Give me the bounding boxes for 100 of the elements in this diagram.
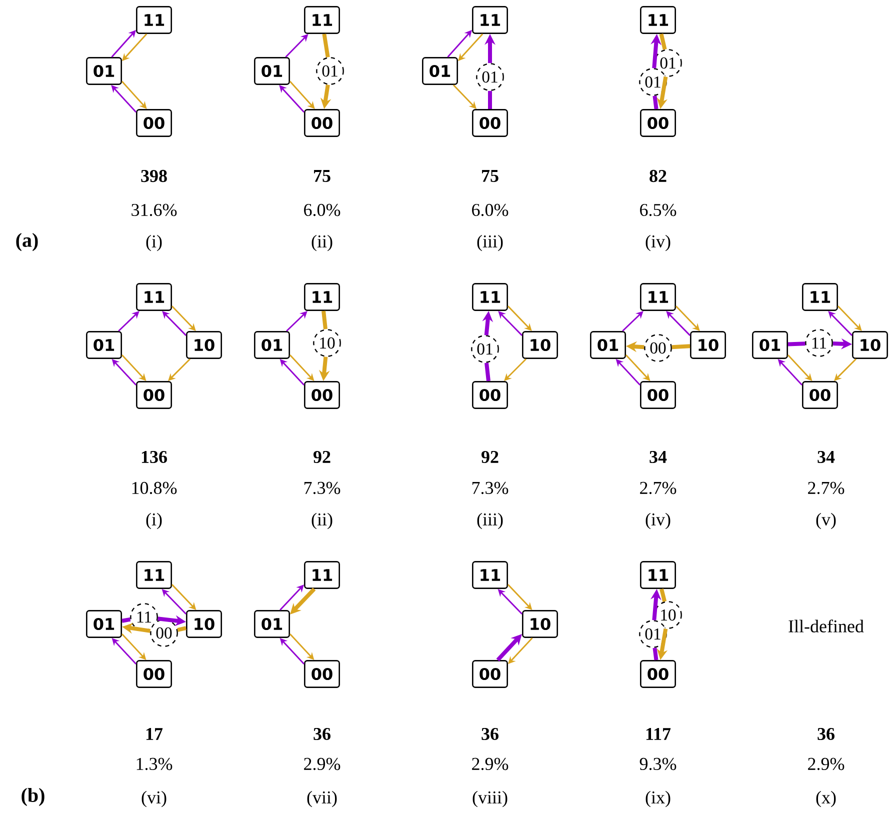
- arrow: [171, 306, 196, 331]
- arrow: [828, 311, 853, 336]
- count-label: 82: [650, 170, 666, 182]
- state-box: 11: [136, 6, 172, 34]
- count-label: 17: [146, 728, 163, 740]
- arrow: [289, 80, 315, 109]
- state-box: 11: [136, 561, 172, 589]
- state-box: 01: [422, 57, 458, 85]
- state-box: 11: [136, 283, 172, 311]
- arrow: [508, 638, 533, 664]
- state-box: 00: [136, 109, 172, 137]
- percent-label: 2.9%: [808, 758, 844, 770]
- arrow: [111, 85, 137, 113]
- panel-label: (iii): [477, 512, 503, 530]
- arrow: [118, 311, 140, 332]
- panel-label: (iii): [477, 234, 503, 252]
- state-box: 10: [690, 331, 726, 359]
- percent-label: 2.7%: [808, 482, 844, 494]
- panel-label: (ii): [312, 512, 332, 530]
- percent-label: 6.0%: [472, 204, 508, 216]
- state-box: 11: [802, 283, 838, 311]
- state-box: 01: [590, 331, 626, 359]
- state-box: 01: [86, 610, 122, 638]
- state-box: 10: [852, 331, 888, 359]
- percent-label: 7.3%: [304, 482, 340, 494]
- state-box: 10: [522, 610, 558, 638]
- row-label: (a): [16, 232, 38, 252]
- state-box: 11: [304, 6, 340, 34]
- count-label: 75: [482, 170, 498, 182]
- state-box: 10: [522, 331, 558, 359]
- state-box: 11: [472, 6, 508, 34]
- state-box: 01: [86, 331, 122, 359]
- state-box: 00: [304, 660, 340, 688]
- state-box: 00: [136, 381, 172, 409]
- state-box: 00: [472, 109, 508, 137]
- panel-label: (i): [146, 512, 162, 530]
- state-box: 01: [254, 57, 290, 85]
- state-box: 11: [304, 561, 340, 589]
- percent-label: 6.0%: [304, 204, 340, 216]
- state-box: 00: [304, 109, 340, 137]
- state-box: 00: [472, 660, 508, 688]
- percent-label: 10.8%: [132, 482, 177, 494]
- state-box: 00: [640, 109, 676, 137]
- arrow: [504, 358, 527, 381]
- state-box: 10: [186, 610, 222, 638]
- state-box: 11: [472, 283, 508, 311]
- count-label: 398: [141, 170, 167, 182]
- arrow: [666, 311, 691, 336]
- arrow: [622, 311, 644, 332]
- state-box: 00: [640, 381, 676, 409]
- panel-label: (vi): [142, 790, 166, 808]
- count-label: 75: [314, 170, 330, 182]
- arrow: [168, 358, 191, 381]
- state-box: 00: [136, 660, 172, 688]
- arrow: [111, 30, 136, 58]
- count-label: 136: [142, 450, 167, 464]
- state-box: 00: [640, 660, 676, 688]
- percent-label: 2.7%: [640, 482, 676, 494]
- count-label: 36: [818, 728, 834, 740]
- arrow: [498, 311, 523, 336]
- arrow: [834, 358, 857, 381]
- state-box: 01: [752, 331, 788, 359]
- count-label: 92: [314, 450, 330, 464]
- panel-label: (x): [816, 790, 836, 808]
- panel-label: (viii): [472, 790, 508, 808]
- panel-label: (ii): [312, 234, 332, 252]
- arrow: [837, 306, 862, 331]
- arrow: [121, 80, 147, 109]
- arrow: [279, 85, 305, 113]
- state-box: 01: [254, 331, 290, 359]
- percent-label: 2.9%: [304, 758, 340, 770]
- state-box: 00: [472, 381, 508, 409]
- panel-label: (v): [816, 512, 836, 530]
- count-label: 34: [818, 450, 835, 464]
- percent-label: 9.3%: [640, 758, 676, 770]
- panel-label: (iv): [646, 234, 670, 252]
- count-label: 36: [482, 728, 498, 740]
- state-box: 11: [472, 561, 508, 589]
- arrow: [447, 30, 472, 58]
- arrow: [507, 306, 532, 331]
- arrow: [162, 311, 187, 336]
- state-box: 01: [86, 57, 122, 85]
- state-box: 11: [304, 283, 340, 311]
- arrow: [280, 584, 304, 610]
- state-box: 00: [304, 381, 340, 409]
- percent-label: 31.6%: [132, 204, 177, 216]
- arrow: [675, 306, 700, 331]
- count-label: 117: [646, 728, 671, 740]
- state-box: 11: [640, 283, 676, 311]
- row-label: (b): [22, 788, 44, 806]
- panel-label: (ix): [646, 790, 670, 808]
- state-box: 00: [802, 381, 838, 409]
- arrow: [286, 311, 308, 332]
- count-label: 34: [650, 450, 667, 464]
- count-label: 36: [314, 728, 330, 740]
- state-box: 11: [640, 561, 676, 589]
- note-text: Ill-defined: [788, 620, 864, 632]
- percent-label: 1.3%: [136, 758, 172, 770]
- state-box: 10: [186, 331, 222, 359]
- state-box: 01: [254, 610, 290, 638]
